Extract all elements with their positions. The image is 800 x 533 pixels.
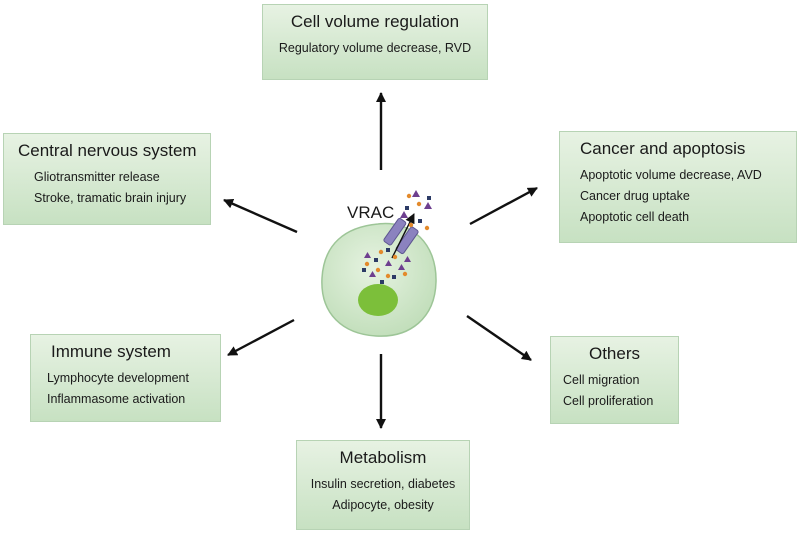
arrow-to-immune xyxy=(227,318,295,357)
cell-volume-regulation-box: Cell volume regulation Regulatory volume… xyxy=(262,4,488,80)
others-box: Others Cell migration Cell proliferation xyxy=(550,336,679,424)
box-item: Regulatory volume decrease, RVD xyxy=(278,41,472,55)
box-title: Others xyxy=(588,344,641,363)
box-item: Cell proliferation xyxy=(563,394,654,408)
box-item: Gliotransmitter release xyxy=(34,170,160,184)
box-item: Cell migration xyxy=(563,373,640,387)
box-item: Lymphocyte development xyxy=(47,371,189,385)
box-title: Cancer and apoptosis xyxy=(580,139,746,158)
nucleus xyxy=(358,284,398,316)
box-title: Central nervous system xyxy=(18,141,197,160)
arrow-to-cancer xyxy=(469,186,538,226)
vrac-channel-icon xyxy=(383,217,419,255)
cell xyxy=(321,222,437,337)
box-item: Apoptotic cell death xyxy=(580,210,690,224)
immune-system-box: Immune system Lymphocyte development Inf… xyxy=(30,334,221,422)
box-title: Metabolism xyxy=(339,448,427,467)
central-nervous-system-box: Central nervous system Gliotransmitter r… xyxy=(3,133,211,225)
box-item: Adipocyte, obesity xyxy=(332,498,434,512)
arrow-to-others xyxy=(466,315,532,361)
box-item: Insulin secretion, diabetes xyxy=(310,477,456,491)
vrac-label: VRAC xyxy=(347,203,395,222)
cancer-and-apoptosis-box: Cancer and apoptosis Apoptotic volume de… xyxy=(559,131,797,243)
box-title: Cell volume regulation xyxy=(290,12,460,31)
box-item: Cancer drug uptake xyxy=(580,189,690,203)
intracellular-osmolytes xyxy=(362,248,411,284)
box-item: Inflammasome activation xyxy=(47,392,186,406)
box-item: Apoptotic volume decrease, AVD xyxy=(580,168,762,182)
metabolism-box: Metabolism Insulin secretion, diabetes A… xyxy=(296,440,470,530)
box-title: Immune system xyxy=(51,342,171,361)
box-item: Stroke, tramatic brain injury xyxy=(34,191,187,205)
extracellular-osmolytes xyxy=(400,190,432,231)
arrow-to-cns xyxy=(223,198,298,234)
efflux-arrow-icon xyxy=(391,213,415,259)
